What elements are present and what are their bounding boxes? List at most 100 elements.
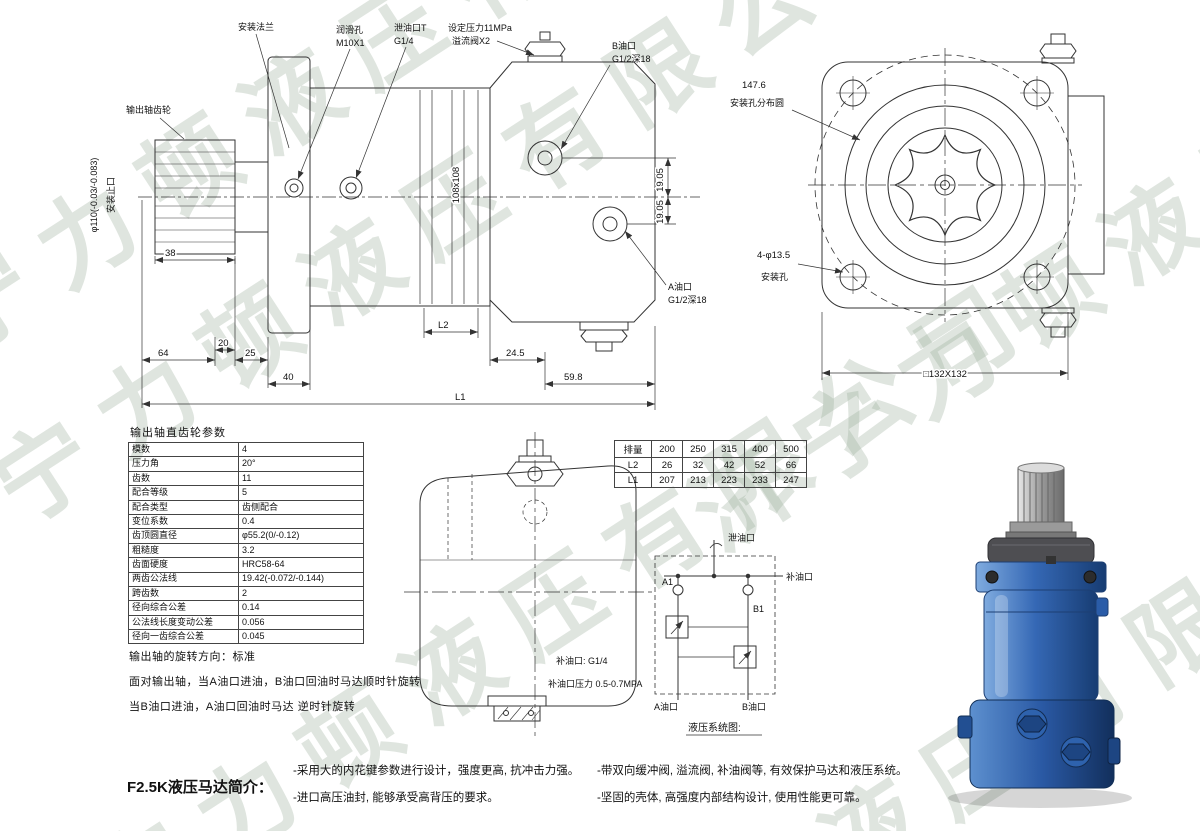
gear-param-value: 4	[238, 441, 364, 458]
disp-cell: 247	[775, 472, 807, 488]
disp-cell: 250	[682, 440, 714, 458]
label-circuit-title: 液压系统图:	[688, 721, 741, 734]
callout-a-port-spec: G1/2深18	[668, 295, 707, 305]
callout-b-port-spec: G1/2深18	[612, 54, 651, 64]
gear-param-value: φ55.2(0/-0.12)	[238, 528, 364, 544]
hydraulic-circuit-labels: 泄油口 补油口 A1 B1 A油口 B油口 补油口: G1/4 补油口压力 0.…	[548, 532, 813, 734]
label-makeup-pressure: 补油口压力 0.5-0.7MPA	[548, 678, 642, 689]
gear-param-name: 齿数	[128, 470, 239, 487]
label-makeup-port: 补油口	[786, 571, 813, 582]
label-b-port: B油口	[742, 701, 766, 712]
dim-19.05-lower: 19.05	[655, 200, 666, 224]
gear-table-title: 输出轴直齿轮参数	[130, 427, 226, 439]
gear-param-name: 齿顶圆直径	[128, 528, 239, 544]
gear-param-value: 19.42(-0.072/-0.144)	[238, 571, 364, 587]
callout-lube-hole: 润滑孔	[336, 24, 363, 35]
callout-drain-port: 泄油口T	[394, 22, 427, 33]
disp-header: 排量	[614, 440, 652, 458]
gear-param-name: 径向综合公差	[128, 600, 239, 616]
callout-spigot-dia: φ110(-0.03/-0.083)	[89, 158, 99, 233]
disp-cell: 32	[682, 457, 714, 473]
dim-108x108: 108x108	[451, 167, 462, 203]
rotation-line-3: 当B油口进油，A油口回油时马达 逆时针旋转	[129, 701, 356, 713]
gear-param-name: 径向一齿综合公差	[128, 629, 239, 645]
dim-25: 25	[245, 348, 256, 359]
dim-64: 64	[158, 348, 169, 359]
label-drain-port: 泄油口	[728, 532, 755, 543]
gear-param-value: 5	[238, 485, 364, 501]
gear-param-value: 0.4	[238, 513, 364, 530]
label-a-port: A油口	[654, 701, 678, 712]
intro-title: F2.5K液压马达简介：	[127, 779, 273, 796]
displacement-table: 排量 200 250 315 400 500 L2 26 32 42 52 66…	[614, 440, 807, 488]
table-row: L1 207 213 223 233 247	[614, 472, 807, 488]
intro-column-1: -采用大的内花键参数进行设计，强度更高, 抗冲击力强。 -进口高压油封, 能够承…	[293, 762, 593, 816]
side-view-dimensions	[141, 33, 676, 410]
disp-cell: 400	[744, 440, 776, 458]
gear-param-name: 两齿公法线	[128, 571, 239, 587]
front-view-dimensions	[791, 109, 1069, 380]
motor-photo	[948, 462, 1132, 808]
label-mounting-holes: 安装孔	[761, 271, 788, 282]
dim-square-132: □132X132	[923, 369, 967, 380]
table-row: L2 26 32 42 52 66	[614, 457, 807, 473]
intro-point: -坚固的壳体, 高强度内部结构设计, 使用性能更可靠。	[597, 792, 867, 804]
disp-cell: 315	[713, 440, 745, 458]
disp-cell: 200	[651, 440, 683, 458]
gear-param-value: 0.056	[238, 614, 364, 631]
gear-param-name: 配合等级	[128, 485, 239, 501]
front-view	[808, 33, 1105, 338]
gear-param-value: 3.2	[238, 542, 364, 559]
disp-cell: 26	[651, 457, 683, 473]
gear-param-value: HRC58-64	[238, 557, 364, 573]
gear-param-name: 齿面硬度	[128, 557, 239, 573]
rotation-line-1: 输出轴的旋转方向：标准	[129, 651, 256, 663]
callout-mounting-flange: 安装法兰	[238, 21, 274, 32]
disp-cell: 42	[713, 457, 745, 473]
callout-drain-port-spec: G1/4	[394, 36, 414, 46]
table-row: 配合类型齿侧配合	[128, 499, 364, 515]
hydraulic-circuit	[654, 540, 783, 736]
disp-header: L2	[614, 457, 652, 473]
callout-spigot: 安装止口	[105, 177, 116, 213]
gear-param-value: 0.14	[238, 600, 364, 616]
callout-lube-hole-spec: M10X1	[336, 38, 365, 48]
intro-point: -进口高压油封, 能够承受高背压的要求。	[293, 792, 499, 804]
label-bolt-circle: 安装孔分布圆	[730, 97, 784, 108]
callout-output-gear: 输出轴齿轮	[126, 104, 171, 115]
gear-param-value: 0.045	[238, 629, 364, 645]
gear-param-name: 压力角	[128, 456, 239, 472]
rotation-line-2: 面对输出轴，当A油口进油，B油口回油时马达顺时针旋转	[129, 676, 421, 688]
front-view-labels: 147.6 安装孔分布圆 4-φ13.5 安装孔 □132X132	[730, 80, 968, 382]
label-makeup-spec: 补油口: G1/4	[556, 655, 608, 666]
dim-L1: L1	[455, 392, 466, 403]
gear-param-value: 2	[238, 585, 364, 602]
disp-cell: 213	[682, 472, 714, 488]
dim-40: 40	[283, 372, 294, 383]
displacement-section: 排量 200 250 315 400 500 L2 26 32 42 52 66…	[614, 440, 807, 488]
gear-param-name: 跨齿数	[128, 585, 239, 602]
gear-param-name: 公法线长度变动公差	[128, 614, 239, 631]
label-a1: A1	[662, 577, 673, 587]
disp-header: L1	[614, 472, 652, 488]
callout-set-pressure: 设定压力11MPa	[448, 22, 512, 33]
callout-b-port: B油口	[612, 40, 636, 51]
dim-4-holes: 4-φ13.5	[757, 250, 790, 261]
callout-a-port: A油口	[668, 281, 692, 292]
dim-19.05-upper: 19.05	[655, 168, 666, 192]
disp-cell: 207	[651, 472, 683, 488]
